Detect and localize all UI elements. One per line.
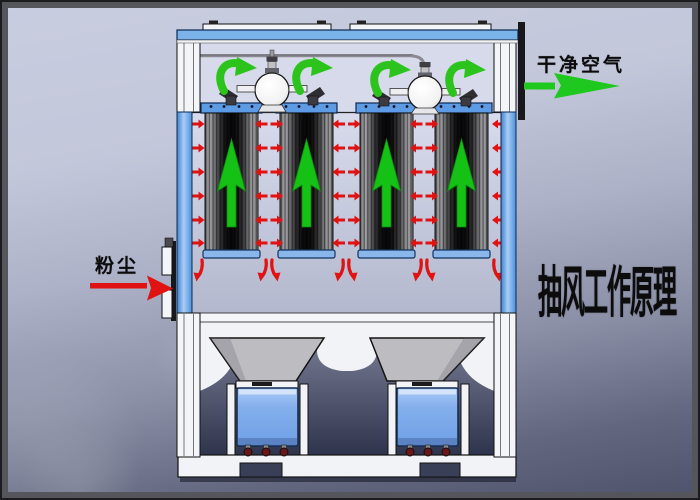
principle-label: 抽风工作原理 — [538, 263, 677, 326]
clean-air-label: 干净空气 — [537, 55, 626, 76]
dust-inflow-arrow-icon — [90, 275, 173, 301]
dust-bin — [396, 387, 459, 447]
caster-icon — [243, 444, 451, 457]
hopper-room — [177, 321, 517, 482]
pulse-valve — [219, 49, 325, 113]
outlet-flange — [518, 22, 525, 120]
pulse-valve — [372, 62, 478, 115]
filter-upflow-arrow-icon — [216, 137, 477, 228]
dust-label: 粉尘 — [95, 256, 140, 277]
dust-bin — [236, 387, 299, 447]
base-platform — [177, 454, 517, 482]
inlet-flange — [161, 237, 176, 321]
clean-air-arrow-icon — [524, 73, 620, 99]
top-beam — [176, 20, 519, 44]
